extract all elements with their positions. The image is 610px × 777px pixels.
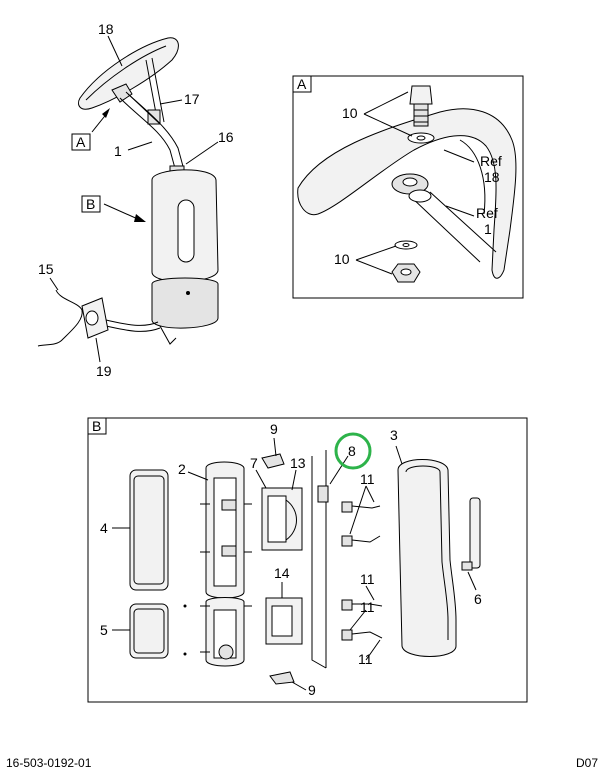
callout-10-upper: 10 — [342, 105, 358, 121]
callout-4: 4 — [100, 520, 108, 536]
callout-1: 1 — [114, 143, 122, 159]
callout-19: 19 — [96, 363, 112, 379]
sheet-code: D07 — [576, 756, 599, 770]
highlight-circle — [334, 432, 372, 470]
box-b-marker — [81, 195, 101, 213]
detail-b-label: B — [92, 418, 101, 434]
callout-2: 2 — [178, 461, 186, 477]
ref-18-number: 18 — [484, 169, 500, 185]
callout-17: 17 — [184, 91, 200, 107]
callout-16: 16 — [218, 129, 234, 145]
ref-1-label: Ref — [476, 205, 498, 221]
drawing-number: 16-503-0192-01 — [6, 756, 92, 770]
callout-13: 13 — [290, 455, 306, 471]
callout-15: 15 — [38, 261, 54, 277]
callout-6: 6 — [474, 591, 482, 607]
callout-9-upper: 9 — [270, 421, 278, 437]
main-mirror-assembly — [37, 35, 219, 363]
callout-11-c: 11 — [360, 599, 375, 615]
box-a-label: A — [76, 134, 86, 150]
callout-5: 5 — [100, 622, 108, 638]
callout-18: 18 — [98, 21, 114, 37]
callout-10-lower: 10 — [334, 251, 350, 267]
box-a-marker — [71, 133, 91, 151]
callout-7: 7 — [250, 455, 258, 471]
ref-18-label: Ref — [480, 153, 502, 169]
ref-1-number: 1 — [484, 221, 492, 237]
callout-9-lower: 9 — [308, 682, 316, 698]
callout-3: 3 — [390, 427, 398, 443]
clip-group — [341, 501, 383, 641]
callout-14: 14 — [274, 565, 290, 581]
callout-11-b: 11 — [360, 571, 375, 587]
callout-11-a: 11 — [360, 471, 375, 487]
box-b-label: B — [86, 196, 95, 212]
callout-11-d: 11 — [358, 651, 373, 667]
detail-a-panel — [292, 75, 524, 299]
callout-8: 8 — [348, 443, 356, 459]
detail-b-panel — [87, 417, 528, 703]
detail-a-label: A — [297, 76, 307, 92]
